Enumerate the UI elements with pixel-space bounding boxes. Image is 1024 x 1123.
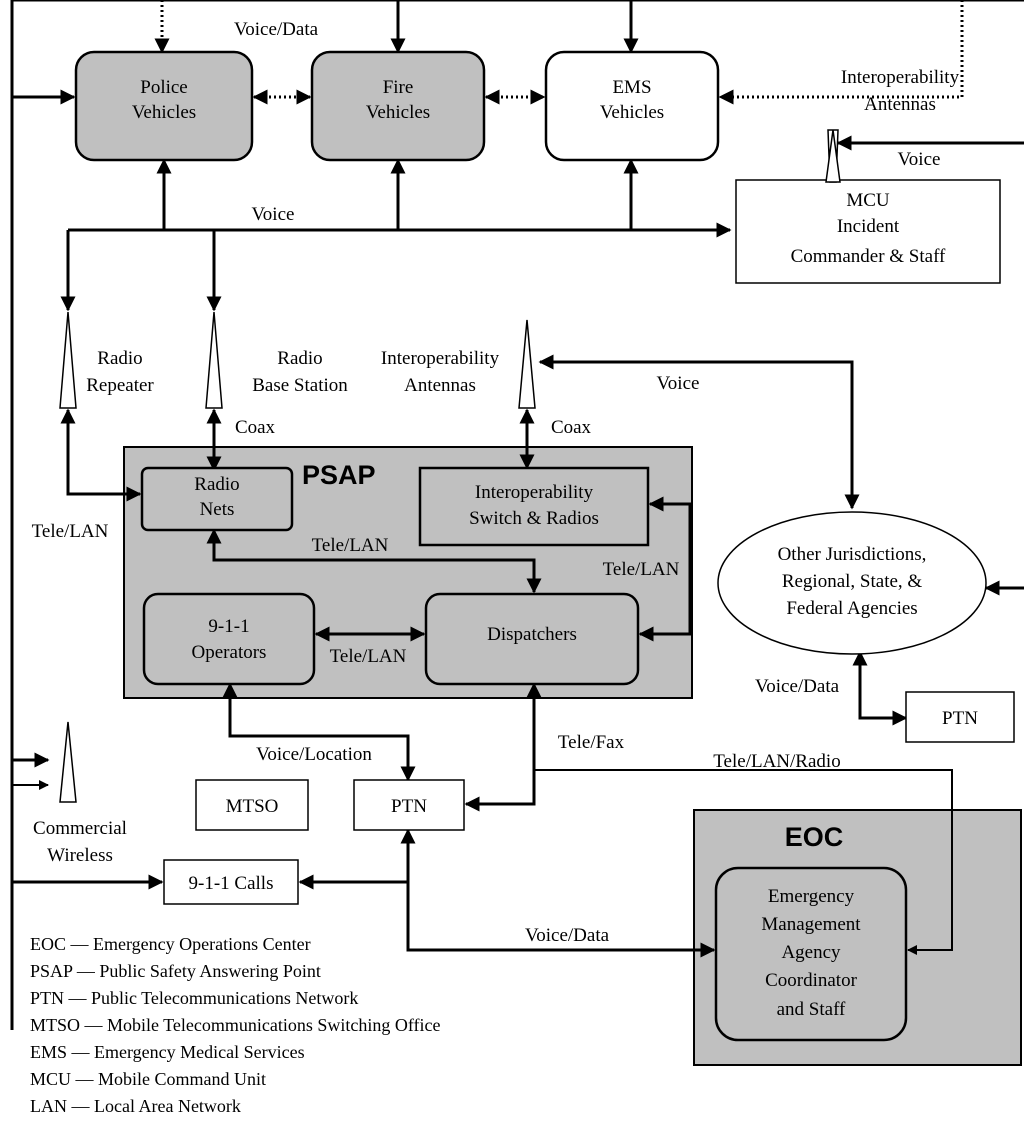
svg-text:9-1-1: 9-1-1 — [208, 616, 249, 637]
ptn-ema-link — [406, 882, 716, 958]
svg-text:PTN: PTN — [942, 708, 978, 729]
label-coax-base: Coax — [235, 417, 276, 438]
svg-text:Antennas: Antennas — [404, 375, 476, 396]
mcu-box: MCU Incident Commander & Staff — [735, 179, 1001, 284]
svg-text:9-1-1 Calls: 9-1-1 Calls — [189, 873, 274, 894]
svg-text:Commander & Staff: Commander & Staff — [791, 246, 946, 267]
label-voice-other: Voice — [657, 373, 700, 394]
svg-text:MCU: MCU — [846, 190, 890, 211]
legend-item: LAN — Local Area Network — [30, 1096, 241, 1116]
svg-text:Interoperability: Interoperability — [475, 482, 594, 503]
legend-item: EOC — Emergency Operations Center — [30, 934, 311, 954]
commercial-calls-link — [10, 785, 164, 890]
radio-base-antenna: Radio Base Station — [205, 311, 348, 409]
radio-repeater-antenna: Radio Repeater — [59, 311, 154, 409]
police-vehicles: Police Vehicles — [74, 50, 254, 162]
interop-top-antenna: Interoperability Antennas — [825, 67, 960, 183]
label-voice-location: Voice/Location — [256, 744, 372, 765]
legend-item: PTN — Public Telecommunications Network — [30, 988, 358, 1008]
svg-text:Vehicles: Vehicles — [600, 102, 664, 123]
mtso-box: MTSO — [195, 779, 309, 831]
svg-text:Base Station: Base Station — [252, 375, 348, 396]
ptn-center: PTN — [353, 779, 465, 831]
svg-text:Repeater: Repeater — [86, 375, 154, 396]
svg-text:Antennas: Antennas — [864, 94, 936, 115]
legend-item: MCU — Mobile Command Unit — [30, 1069, 266, 1089]
repeater-radio-nets-link — [60, 408, 142, 502]
svg-text:Vehicles: Vehicles — [366, 102, 430, 123]
svg-text:Federal Agencies: Federal Agencies — [786, 598, 917, 619]
svg-text:Switch & Radios: Switch & Radios — [469, 508, 599, 529]
svg-text:Dispatchers: Dispatchers — [487, 624, 577, 645]
svg-text:and Staff: and Staff — [777, 999, 846, 1020]
svg-text:Fire: Fire — [383, 77, 414, 98]
svg-text:Operators: Operators — [192, 642, 267, 663]
svg-text:Radio: Radio — [194, 474, 239, 495]
tele-lan-radio-link — [534, 769, 953, 955]
interop-other-voice-link — [538, 354, 860, 510]
calls-ptn-link — [298, 828, 416, 890]
label-tele-lan-right: Tele/LAN — [603, 559, 680, 580]
interoperability-switch: Interoperability Switch & Radios — [418, 466, 650, 547]
label-voice-data-top: Voice/Data — [234, 19, 319, 40]
legend-item: PSAP — Public Safety Answering Point — [30, 961, 321, 981]
eoc-title: EOC — [785, 822, 844, 852]
psap-title: PSAP — [302, 460, 376, 490]
svg-text:Incident: Incident — [837, 216, 900, 237]
commercial-wireless-antenna: Commercial Wireless — [33, 721, 127, 866]
svg-text:Radio: Radio — [97, 348, 142, 369]
radio-nets: Radio Nets — [140, 466, 294, 532]
svg-text:Commercial: Commercial — [33, 818, 127, 839]
ema-box: Emergency Management Agency Coordinator … — [714, 866, 908, 1042]
svg-text:Police: Police — [140, 77, 188, 98]
label-tele-lan-left: Tele/LAN — [32, 521, 109, 542]
voice-bus — [60, 158, 732, 312]
legend: EOC — Emergency Operations Center PSAP —… — [30, 934, 441, 1116]
ems-vehicles: EMS Vehicles — [544, 50, 720, 162]
psap-internal-links — [206, 496, 692, 642]
label-tele-lan-ops: Tele/LAN — [330, 646, 407, 667]
svg-text:Emergency: Emergency — [768, 886, 855, 907]
label-voice-bus: Voice — [252, 204, 295, 225]
dispatchers: Dispatchers — [424, 592, 640, 686]
svg-text:Wireless: Wireless — [47, 845, 113, 866]
label-voice-mcu: Voice — [898, 149, 941, 170]
label-voice-data-ptn: Voice/Data — [755, 676, 840, 697]
svg-text:Interoperability: Interoperability — [841, 67, 960, 88]
svg-text:PTN: PTN — [391, 796, 427, 817]
svg-text:MTSO: MTSO — [226, 796, 279, 817]
legend-item: EMS — Emergency Medical Services — [30, 1042, 305, 1062]
label-coax-interop: Coax — [551, 417, 592, 438]
label-tele-lan-radio: Tele/LAN/Radio — [713, 751, 840, 772]
label-tele-lan-center: Tele/LAN — [312, 535, 389, 556]
svg-text:Other Jurisdictions,: Other Jurisdictions, — [778, 544, 927, 565]
svg-text:Regional, State, &: Regional, State, & — [782, 571, 923, 592]
calls-box: 9-1-1 Calls — [163, 859, 299, 905]
other-ptn-right-link — [852, 650, 908, 726]
svg-text:Nets: Nets — [200, 499, 235, 520]
fire-vehicles: Fire Vehicles — [310, 50, 486, 162]
svg-text:Interoperability: Interoperability — [381, 348, 500, 369]
svg-text:Coordinator: Coordinator — [765, 970, 857, 991]
svg-text:Vehicles: Vehicles — [132, 102, 196, 123]
svg-text:Management: Management — [761, 914, 861, 935]
legend-item: MTSO — Mobile Telecommunications Switchi… — [30, 1015, 441, 1035]
svg-text:Agency: Agency — [781, 942, 841, 963]
svg-text:Radio: Radio — [277, 348, 322, 369]
ptn-right: PTN — [905, 691, 1015, 743]
other-jurisdictions: Other Jurisdictions, Regional, State, & … — [717, 511, 987, 655]
operators: 9-1-1 Operators — [142, 592, 316, 686]
tele-fax-link — [464, 682, 542, 812]
svg-text:EMS: EMS — [612, 77, 651, 98]
label-voice-data-eoc: Voice/Data — [525, 925, 610, 946]
label-tele-fax: Tele/Fax — [558, 732, 625, 753]
voice-location-link — [222, 682, 416, 782]
interop-mid-antenna: Interoperability Antennas — [381, 319, 536, 409]
